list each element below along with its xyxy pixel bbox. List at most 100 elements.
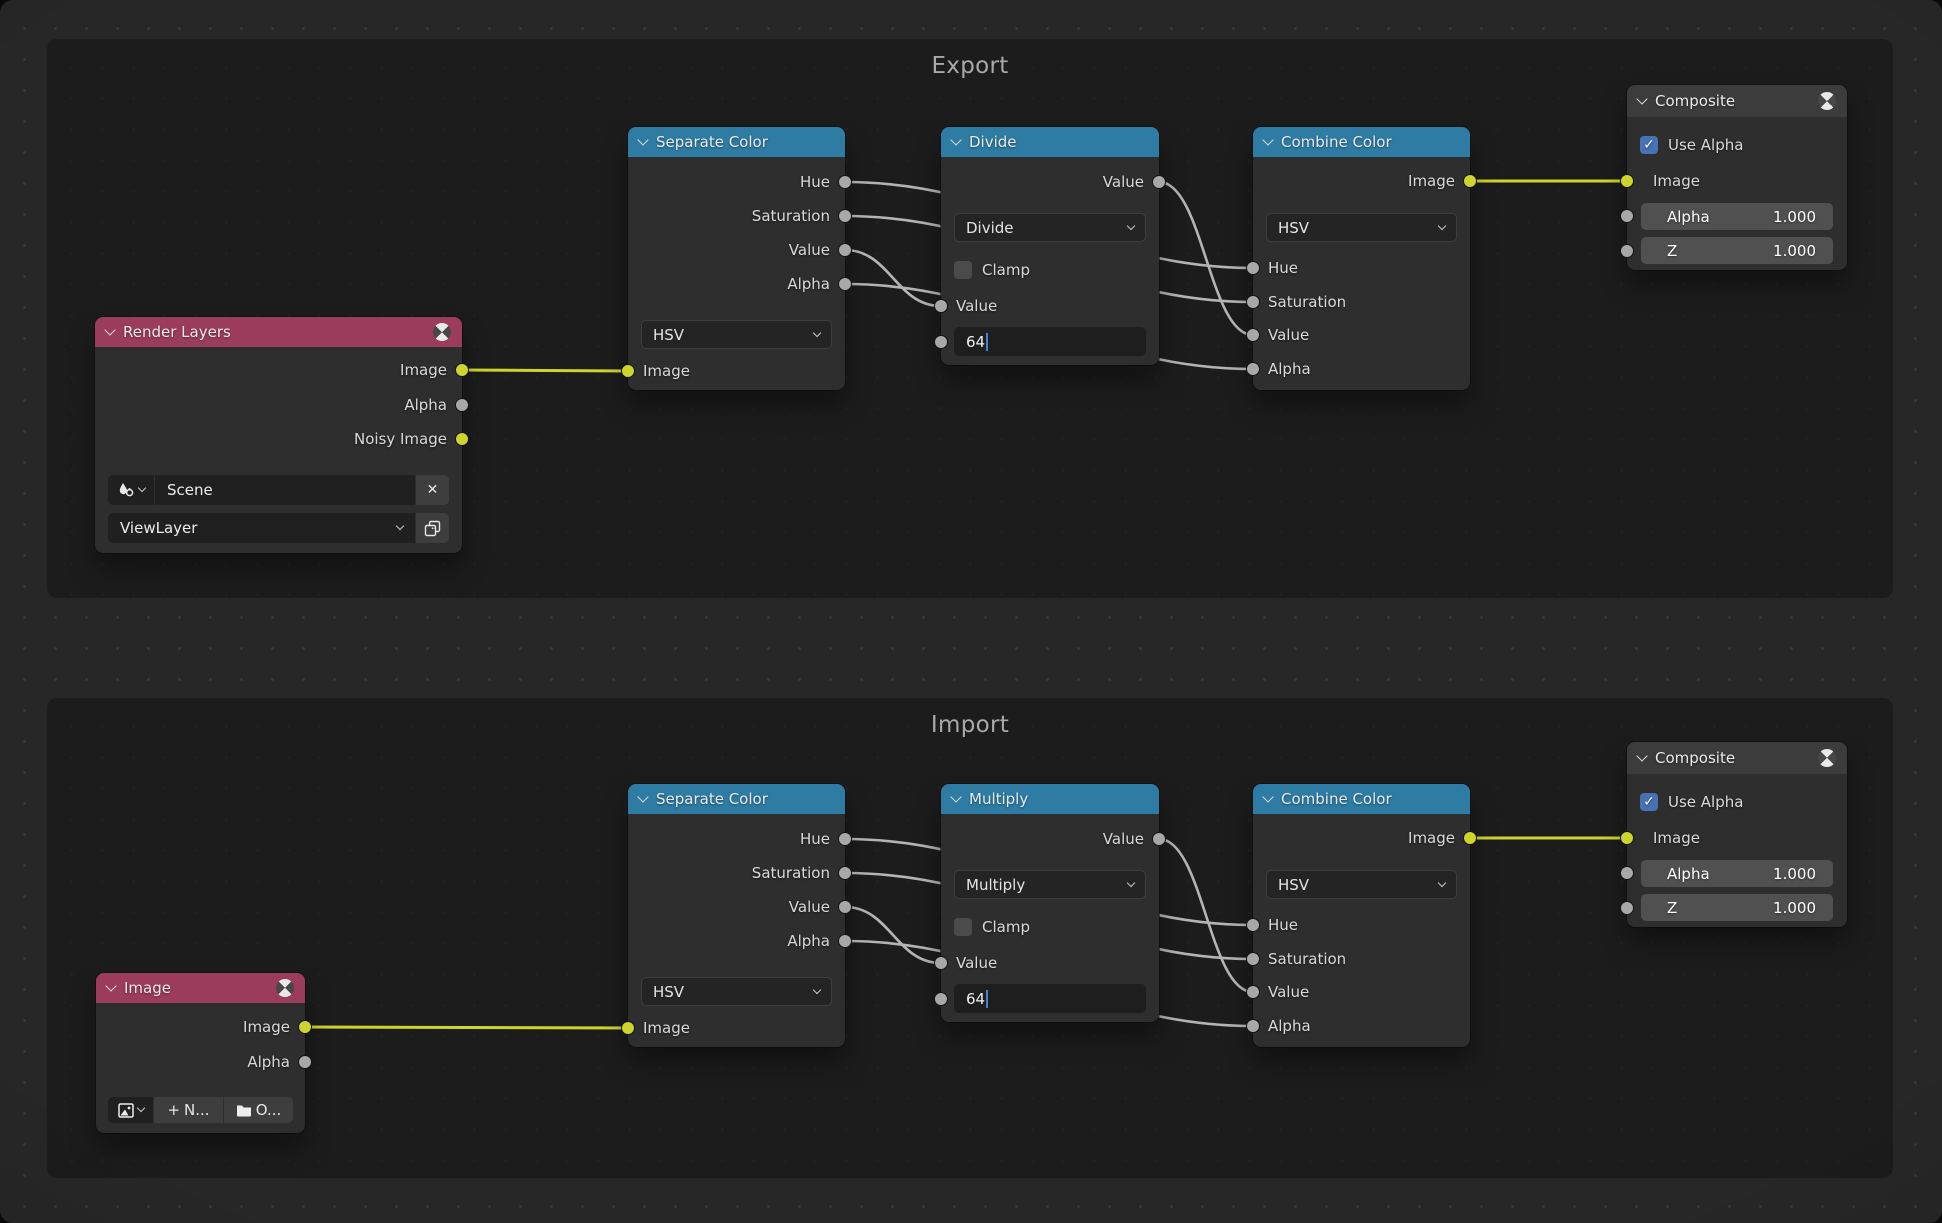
use-alpha-checkbox[interactable]: ✓ — [1640, 793, 1658, 811]
collapse-chevron-icon[interactable] — [1636, 750, 1648, 762]
socket-value-input[interactable] — [934, 956, 948, 970]
output-row: Hue — [799, 173, 830, 191]
scene-name-field[interactable]: Scene — [155, 475, 415, 505]
socket-saturation-input[interactable] — [1246, 295, 1260, 309]
color-mode-dropdown[interactable]: HSV — [1266, 213, 1457, 242]
socket-alpha-input[interactable] — [1246, 362, 1260, 376]
socket-value-input[interactable] — [1246, 328, 1260, 342]
socket-image-input[interactable] — [1620, 831, 1634, 845]
socket-value2-input[interactable] — [934, 335, 948, 349]
node-link[interactable] — [1157, 180, 1255, 337]
socket-hue-output[interactable] — [838, 175, 852, 189]
socket-saturation-output[interactable] — [838, 209, 852, 223]
node-composite-header[interactable]: Composite — [1627, 85, 1847, 117]
socket-alpha-output[interactable] — [455, 398, 469, 412]
collapse-chevron-icon[interactable] — [950, 134, 962, 146]
alpha-slider[interactable]: Alpha 1.000 — [1641, 860, 1833, 887]
socket-alpha-output[interactable] — [298, 1055, 312, 1069]
socket-image-input[interactable] — [621, 364, 635, 378]
use-alpha-checkbox[interactable]: ✓ — [1640, 136, 1658, 154]
value-number-field[interactable]: 64 — [954, 327, 1146, 356]
socket-value-output[interactable] — [838, 243, 852, 257]
socket-value-input[interactable] — [934, 299, 948, 313]
node-separate-color-import[interactable]: Separate Color Hue Saturation Value Alph… — [621, 784, 852, 1047]
socket-z-input[interactable] — [1620, 901, 1634, 915]
socket-saturation-output[interactable] — [838, 866, 852, 880]
socket-hue-input[interactable] — [1246, 918, 1260, 932]
socket-image-output[interactable] — [1463, 174, 1477, 188]
socket-value2-input[interactable] — [934, 992, 948, 1006]
z-slider[interactable]: Z 1.000 — [1641, 894, 1833, 921]
node-combine-color-export[interactable]: Combine Color Image HSV Hue Saturation V… — [1246, 127, 1477, 390]
node-link[interactable] — [843, 905, 943, 965]
collapse-chevron-icon[interactable] — [1636, 93, 1648, 105]
node-link[interactable] — [303, 1025, 630, 1030]
value-number-field[interactable]: 64 — [954, 984, 1146, 1013]
recalculate-view-layer-button[interactable] — [416, 513, 449, 543]
node-combine-color-header[interactable]: Combine Color — [1253, 127, 1470, 157]
socket-value-output[interactable] — [1152, 832, 1166, 846]
clamp-checkbox[interactable] — [954, 918, 972, 936]
socket-image-output[interactable] — [455, 363, 469, 377]
socket-alpha-output[interactable] — [838, 277, 852, 291]
node-composite-export[interactable]: Composite ✓ Use Alpha Image Alpha 1.000 … — [1620, 85, 1847, 270]
socket-value-output[interactable] — [1152, 175, 1166, 189]
collapse-chevron-icon[interactable] — [637, 791, 649, 803]
socket-image-output[interactable] — [1463, 831, 1477, 845]
socket-image-output[interactable] — [298, 1020, 312, 1034]
socket-image-input[interactable] — [1620, 174, 1634, 188]
socket-value-input[interactable] — [1246, 985, 1260, 999]
node-link[interactable] — [843, 248, 943, 308]
collapse-chevron-icon[interactable] — [1262, 134, 1274, 146]
node-multiply-header[interactable]: Multiply — [941, 784, 1159, 814]
socket-alpha-input[interactable] — [1620, 209, 1634, 223]
socket-hue-input[interactable] — [1246, 261, 1260, 275]
new-image-button[interactable]: + N... — [154, 1097, 223, 1123]
socket-noisy-image-output[interactable] — [455, 432, 469, 446]
operation-dropdown[interactable]: Divide — [954, 213, 1146, 242]
node-image[interactable]: Image Image Alpha + N... — [96, 973, 312, 1133]
clamp-checkbox[interactable] — [954, 261, 972, 279]
image-datablock-button[interactable] — [108, 1097, 153, 1123]
node-composite-import[interactable]: Composite ✓ Use Alpha Image Alpha 1.000 … — [1620, 742, 1847, 927]
node-composite-header[interactable]: Composite — [1627, 742, 1847, 774]
node-combine-color-header[interactable]: Combine Color — [1253, 784, 1470, 814]
unlink-scene-button[interactable]: ✕ — [416, 475, 449, 505]
node-link[interactable] — [460, 368, 630, 373]
socket-alpha-input[interactable] — [1620, 866, 1634, 880]
socket-alpha-output[interactable] — [838, 934, 852, 948]
collapse-chevron-icon[interactable] — [637, 134, 649, 146]
input-row: Image — [1653, 172, 1700, 190]
node-render-layers-header[interactable]: Render Layers — [95, 317, 462, 347]
node-separate-color-header[interactable]: Separate Color — [628, 784, 845, 814]
node-separate-color-export[interactable]: Separate Color Hue Saturation Value Alph… — [621, 127, 852, 390]
collapse-chevron-icon[interactable] — [950, 791, 962, 803]
operation-dropdown[interactable]: Multiply — [954, 870, 1146, 899]
alpha-slider[interactable]: Alpha 1.000 — [1641, 203, 1833, 230]
node-divide-header[interactable]: Divide — [941, 127, 1159, 157]
socket-alpha-input[interactable] — [1246, 1019, 1260, 1033]
socket-value-output[interactable] — [838, 900, 852, 914]
node-divide[interactable]: Divide Value Divide Clamp Value 64 — [934, 127, 1166, 365]
node-link[interactable] — [1157, 837, 1255, 994]
collapse-chevron-icon[interactable] — [104, 324, 116, 336]
scene-datablock-button[interactable] — [108, 475, 154, 505]
node-multiply[interactable]: Multiply Value Multiply Clamp Value 64 — [934, 784, 1166, 1022]
z-slider[interactable]: Z 1.000 — [1641, 237, 1833, 264]
socket-image-input[interactable] — [621, 1021, 635, 1035]
collapse-chevron-icon[interactable] — [105, 980, 117, 992]
node-image-header[interactable]: Image — [96, 973, 305, 1003]
collapse-chevron-icon[interactable] — [1262, 791, 1274, 803]
node-render-layers[interactable]: Render Layers Image Alpha Noisy Image Sc… — [95, 317, 469, 553]
socket-saturation-input[interactable] — [1246, 952, 1260, 966]
color-mode-dropdown[interactable]: HSV — [1266, 870, 1457, 899]
node-combine-color-import[interactable]: Combine Color Image HSV Hue Saturation V… — [1246, 784, 1477, 1047]
color-mode-dropdown[interactable]: HSV — [641, 320, 832, 349]
socket-z-input[interactable] — [1620, 244, 1634, 258]
color-mode-dropdown[interactable]: HSV — [641, 977, 832, 1006]
view-layer-dropdown[interactable]: ViewLayer — [108, 513, 415, 543]
open-image-button[interactable]: O... — [224, 1097, 293, 1123]
node-separate-color-header[interactable]: Separate Color — [628, 127, 845, 157]
socket-hue-output[interactable] — [838, 832, 852, 846]
